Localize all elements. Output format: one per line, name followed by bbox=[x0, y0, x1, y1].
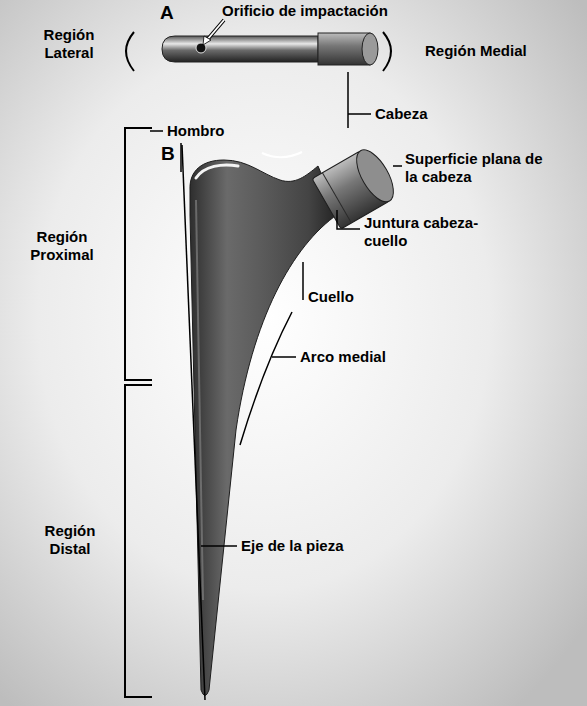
region-bracket bbox=[125, 128, 152, 697]
bracket bbox=[383, 32, 391, 71]
arrow-head bbox=[203, 36, 211, 45]
region-name: Región Medial bbox=[425, 42, 527, 60]
part-name: Cabeza bbox=[375, 105, 428, 123]
part-name: Superficie plana de la cabeza bbox=[405, 150, 555, 186]
region-name: Región Distal bbox=[28, 522, 112, 558]
part-name: Eje de la pieza bbox=[241, 537, 344, 555]
part-name: Cuello bbox=[308, 288, 354, 306]
view-letter: B bbox=[161, 143, 175, 165]
part-name: Orificio de impactación bbox=[222, 2, 388, 20]
part-name: Arco medial bbox=[300, 348, 386, 366]
view-letter: A bbox=[160, 2, 174, 24]
part-name: Juntura cabeza-cuello bbox=[364, 214, 482, 250]
top-view bbox=[162, 33, 378, 65]
region-name: Región Lateral bbox=[28, 26, 110, 62]
bracket bbox=[126, 32, 134, 71]
part-name: Hombro bbox=[167, 122, 225, 140]
region-name: Región Proximal bbox=[12, 228, 112, 264]
leader-lines bbox=[150, 72, 402, 546]
axis-line bbox=[182, 145, 205, 700]
shoulder-mark bbox=[262, 152, 302, 157]
